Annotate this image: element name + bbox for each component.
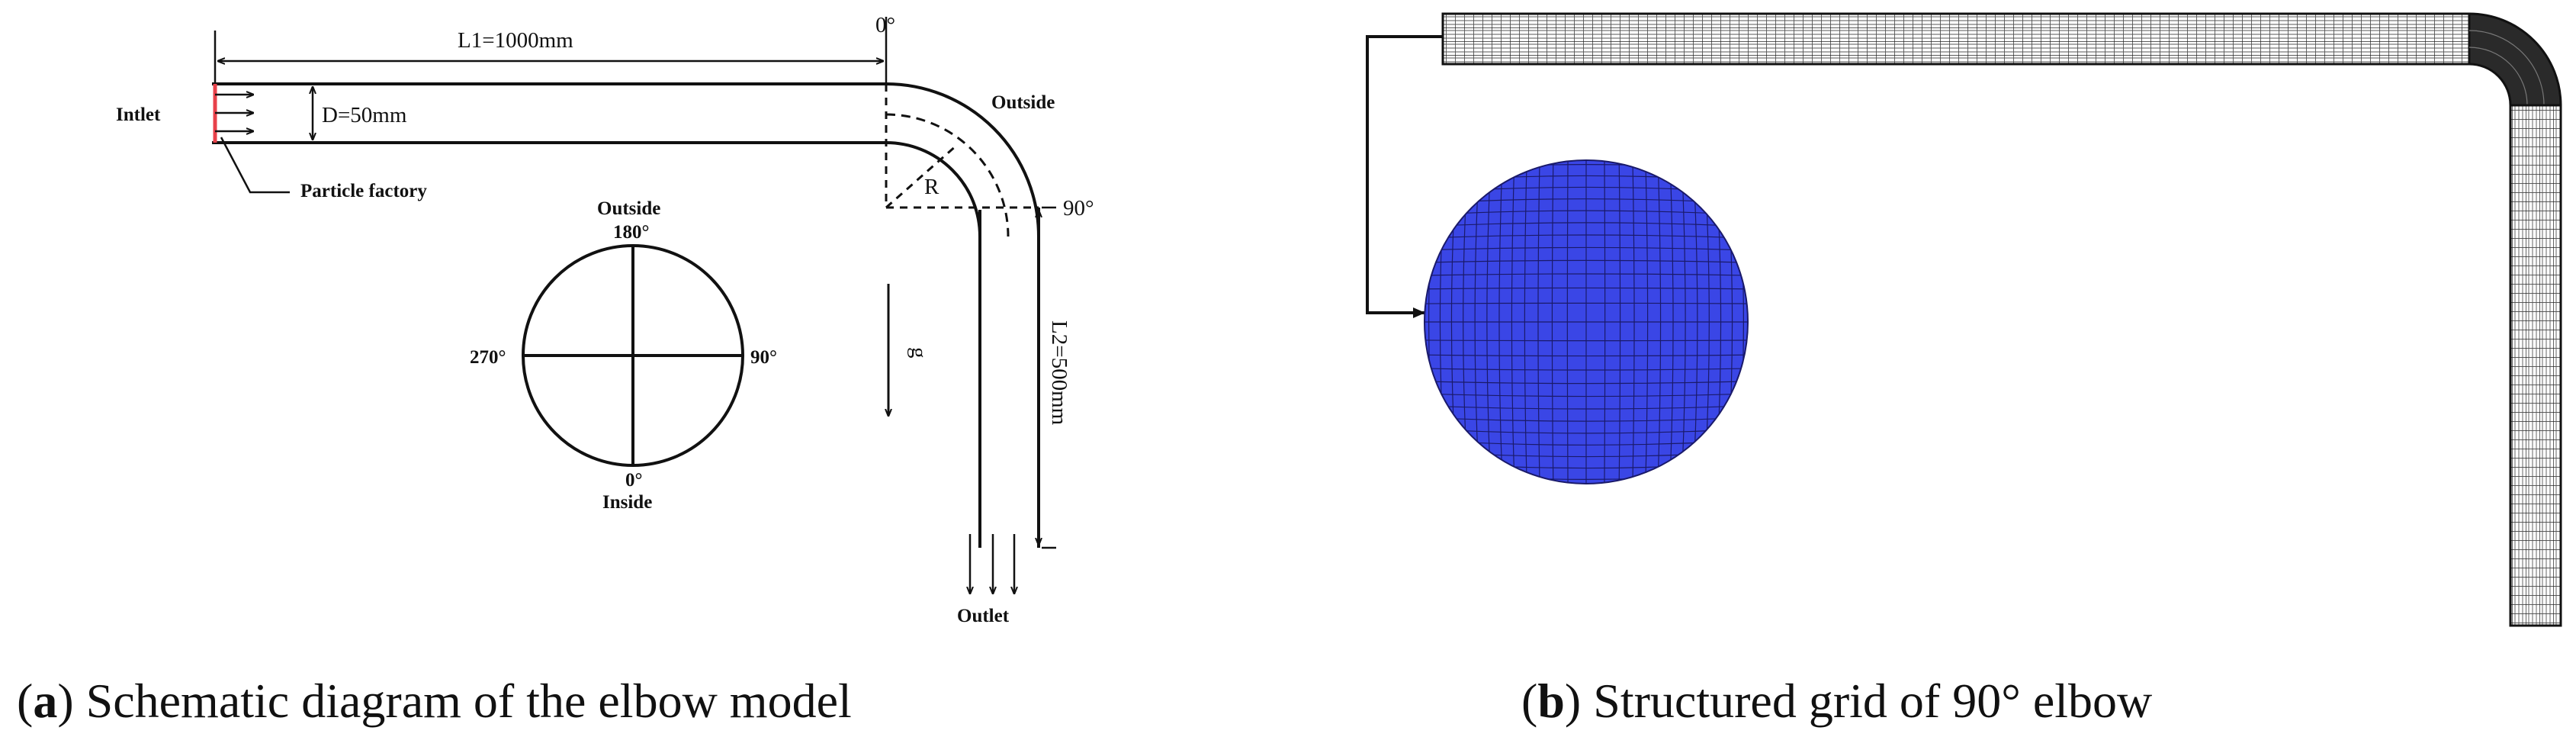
deg90-label: 90° xyxy=(750,347,777,368)
deg0-label: 0° xyxy=(625,470,643,491)
l1-label: L1=1000mm xyxy=(458,28,573,53)
l2-label: L2=500mm xyxy=(1047,320,1071,426)
outside-label: Outside xyxy=(597,198,660,219)
l1-dimension xyxy=(214,17,888,82)
deg180-label: 180° xyxy=(613,222,650,243)
inlet-arrows xyxy=(215,95,253,131)
outlet-arrows xyxy=(970,534,1014,594)
caption-a: (a)Schematic diagram of the elbow model xyxy=(17,674,852,728)
ninety-degree-label: 90° xyxy=(1063,196,1094,220)
particle-factory-label: Particle factory xyxy=(300,181,427,201)
vertical-mesh xyxy=(2509,104,2562,627)
vertical-pipe xyxy=(978,208,1040,548)
cross-section-mesh xyxy=(1424,159,1749,484)
panel-a-schematic: Intlet L1=1000mm 0° D=50mm Particle fact… xyxy=(17,13,1094,728)
zero-degree-top-label: 0° xyxy=(875,13,895,37)
outlet-label: Outlet xyxy=(957,606,1010,626)
caption-b: (b)Structured grid of 90° elbow xyxy=(1521,674,2152,728)
d-label: D=50mm xyxy=(322,103,407,127)
section-leader xyxy=(1366,35,1443,318)
l2-dimension xyxy=(1039,206,1056,549)
angle-circle xyxy=(522,244,744,467)
gravity-label: g xyxy=(907,347,931,359)
particle-factory-leader xyxy=(220,137,290,194)
outside-elbow-label: Outside xyxy=(991,92,1055,113)
horizontal-mesh xyxy=(1441,12,2471,66)
radius-label: R xyxy=(924,175,940,199)
deg270-label: 270° xyxy=(470,347,506,368)
panel-b-structured-grid: (b)Structured grid of 90° elbow xyxy=(1366,12,2562,728)
inside-label: Inside xyxy=(602,492,652,513)
elbow-bend xyxy=(885,82,1040,237)
bend-mesh xyxy=(2468,12,2562,107)
inlet-label: Intlet xyxy=(116,105,161,125)
